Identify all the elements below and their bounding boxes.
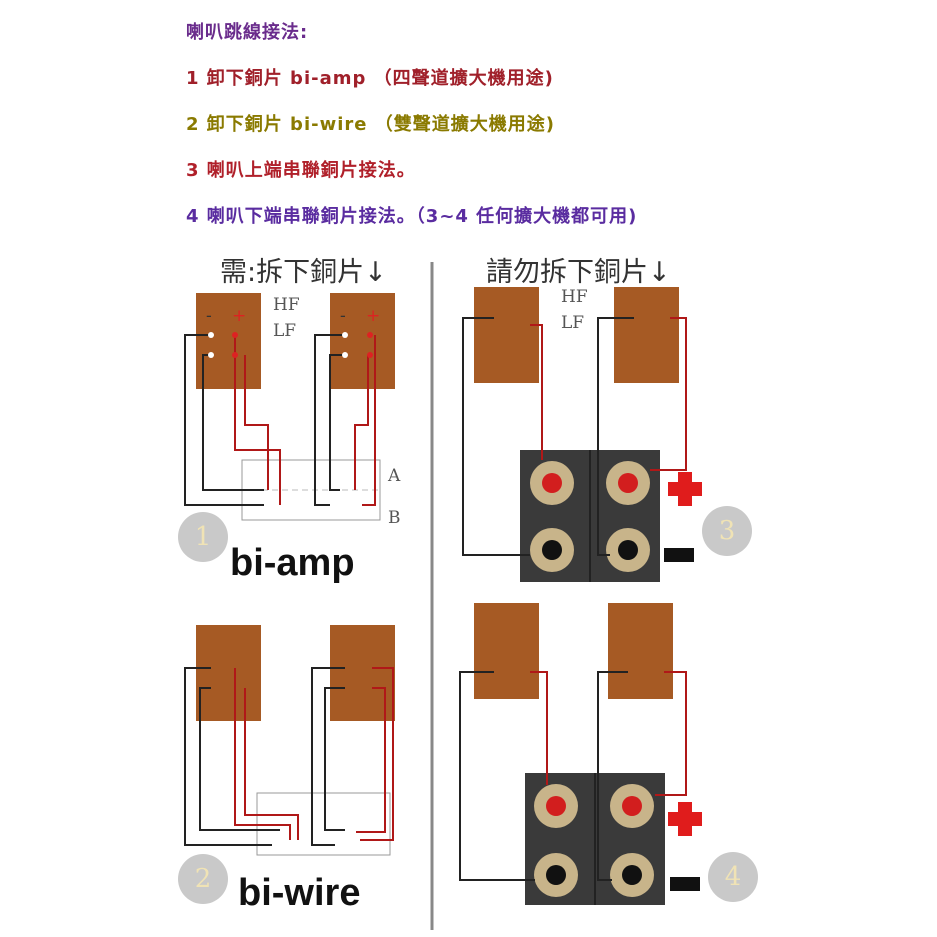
plus-symbol (668, 472, 702, 506)
binding-posts (530, 461, 650, 572)
speaker-terminal-right (608, 603, 673, 699)
speaker-terminal-left (474, 603, 539, 699)
plus-label: + (232, 306, 247, 326)
speaker-terminal-left (196, 293, 261, 389)
speaker-terminal-left (474, 287, 539, 383)
plus-symbol (668, 802, 702, 836)
left-header: 需:拆下銅片↓ (220, 257, 387, 288)
binding-posts (534, 784, 654, 897)
lf-label: LF (273, 321, 297, 341)
item-2: 2 卸下銅片 bi-wire （雙聲道擴大機用途) (186, 114, 555, 135)
item-1: 1 卸下銅片 bi-amp （四聲道擴大機用途) (186, 68, 554, 89)
panel-3 (462, 287, 702, 582)
minus-label: - (340, 306, 346, 326)
b-label: B (388, 508, 401, 528)
badge-4: 4 (708, 852, 758, 902)
panel-4 (459, 603, 702, 905)
item-3: 3 喇叭上端串聯銅片接法。 (186, 160, 416, 181)
item-4: 4 喇叭下端串聯銅片接法。（3~4 任何擴大機都可用) (186, 206, 638, 227)
hf-label: HF (561, 287, 588, 307)
bi-wire-label: bi-wire (238, 872, 361, 914)
lf-label: LF (561, 313, 585, 333)
badge-1: 1 (178, 512, 228, 562)
plus-label: + (366, 306, 381, 326)
hf-label: HF (273, 295, 300, 315)
bi-amp-label: bi-amp (230, 542, 355, 584)
minus-symbol (664, 548, 694, 562)
a-label: A (388, 466, 401, 486)
panel-bi-wire (184, 625, 395, 856)
panel-bi-amp (184, 293, 395, 521)
right-header: 請勿拆下銅片↓ (486, 257, 671, 288)
speaker-terminal-right (330, 293, 395, 389)
title: 喇叭跳線接法: (186, 22, 309, 43)
badge-3: 3 (702, 506, 752, 556)
badge-2: 2 (178, 854, 228, 904)
speaker-terminal-right (614, 287, 679, 383)
speaker-terminal-left (196, 625, 261, 721)
minus-label: - (206, 306, 212, 326)
minus-symbol (670, 877, 700, 891)
